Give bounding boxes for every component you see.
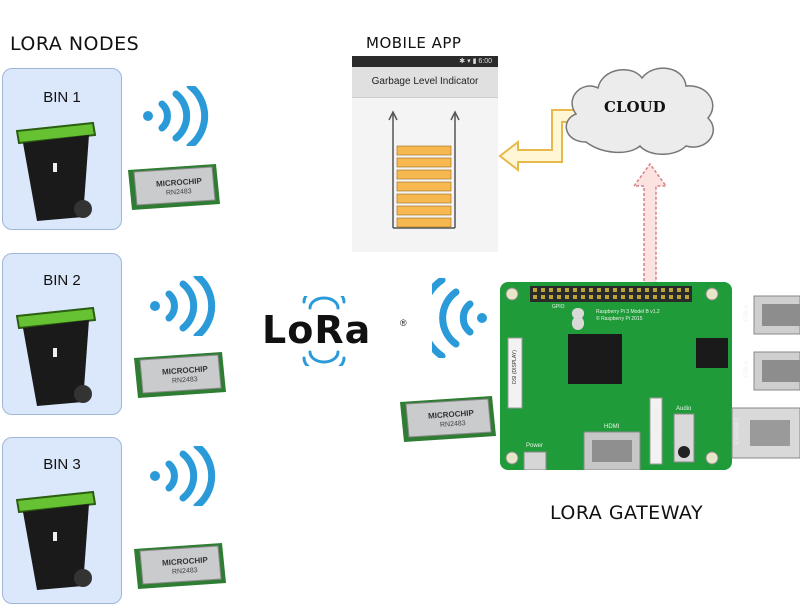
module-board-icon: [400, 396, 496, 442]
garbage-level-gauge: [388, 110, 460, 229]
lora-gateway-heading: LORA GATEWAY: [550, 502, 704, 524]
level-bar: [396, 169, 452, 180]
hdmi-label: HDMI: [604, 424, 620, 430]
lora-signal-arcs-icon: [302, 296, 346, 366]
cloud-label: CLOUD: [604, 98, 666, 116]
trash-bin-icon: [15, 121, 97, 221]
mobile-app-screen: ✱ ▾ ▮ 6:00 Garbage Level Indicator: [352, 56, 498, 252]
power-label: Power: [526, 443, 544, 449]
level-bar: [396, 193, 452, 204]
level-bar: [396, 181, 452, 192]
trash-bin-icon: [15, 306, 97, 406]
bin-node-2: BIN 2: [2, 253, 122, 415]
level-bar: [396, 157, 452, 168]
rn2483-module: MICROCHIP RN2483: [128, 164, 220, 210]
ethernet-label: ETHERNET: [734, 417, 741, 445]
bin-label: BIN 1: [43, 89, 81, 106]
display-label: DSI (DISPLAY): [511, 350, 518, 384]
rn2483-module: MICROCHIP RN2483: [134, 543, 226, 589]
gpio-label: GPIO: [552, 304, 565, 310]
board-model-text: Raspberry Pi 3 Model B v1.2: [596, 309, 660, 315]
board-copyright-text: © Raspberry Pi 2015: [596, 316, 643, 322]
cloud-node: CLOUD: [556, 58, 724, 158]
wireless-signal-icon: [143, 86, 209, 146]
level-bars: [396, 145, 452, 228]
cloud-to-app-arrow: [498, 109, 581, 173]
camera-label: CSI (CAMERA): [654, 407, 661, 443]
raspberry-pi-gateway: Raspberry Pi 3 Model B v1.2 © Raspberry …: [500, 282, 800, 470]
module-board-icon: [134, 543, 226, 589]
app-screen-title: Garbage Level Indicator: [371, 76, 479, 87]
lora-logo-text: LoRa: [262, 308, 372, 352]
trash-bin-icon: [15, 490, 97, 590]
level-bar: [396, 217, 452, 228]
bin-label: BIN 2: [43, 272, 81, 289]
module-board-icon: [128, 164, 220, 210]
gateway-to-cloud-arrow: [632, 162, 668, 286]
module-board-icon: [134, 352, 226, 398]
bin-node-3: BIN 3: [2, 437, 122, 604]
lora-logo: LoRa ®: [262, 296, 412, 366]
level-bar: [396, 145, 452, 156]
app-title-bar: Garbage Level Indicator: [352, 67, 498, 98]
bin-label: BIN 3: [43, 456, 81, 473]
lora-registered-mark: ®: [400, 318, 407, 328]
usb-label-2: USB 2x: [743, 360, 750, 378]
phone-status-bar: ✱ ▾ ▮ 6:00: [352, 56, 498, 67]
audio-label: Audio: [676, 406, 692, 412]
gateway-rn2483-module: MICROCHIP RN2483: [400, 396, 496, 442]
cloud-icon: [565, 67, 714, 155]
level-bar: [396, 205, 452, 216]
status-icons: ✱ ▾ ▮ 6:00: [459, 58, 492, 65]
lora-nodes-heading: LORA NODES: [10, 33, 140, 55]
rn2483-module: MICROCHIP RN2483: [134, 352, 226, 398]
gateway-wireless-signal-icon: [432, 278, 487, 358]
wireless-signal-icon: [150, 446, 216, 506]
raspberry-pi-board-icon: [500, 282, 800, 470]
bin-node-1: BIN 1: [2, 68, 122, 230]
usb-label-1: USB 2x: [743, 304, 750, 322]
wireless-signal-icon: [150, 276, 216, 336]
mobile-app-heading: MOBILE APP: [366, 34, 462, 52]
app-body: [352, 98, 498, 252]
